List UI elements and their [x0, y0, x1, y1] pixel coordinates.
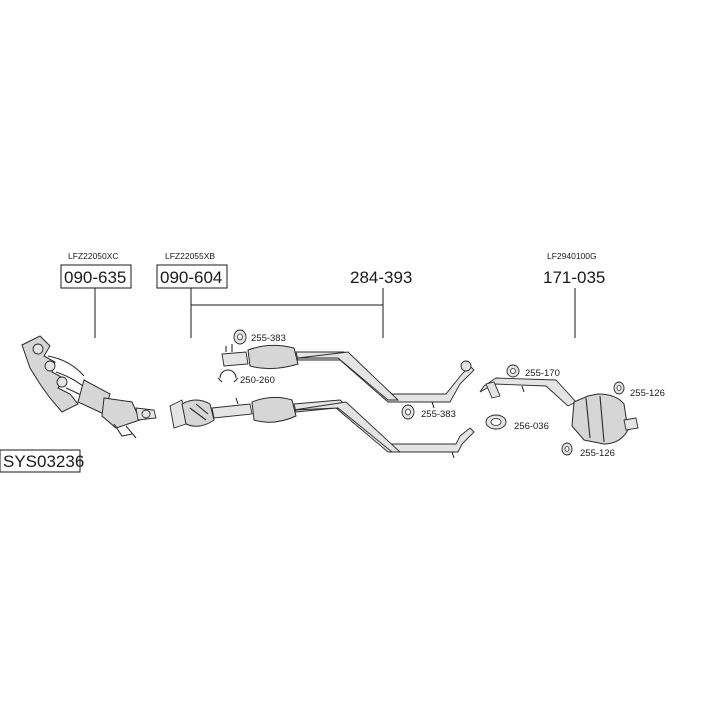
small-part-rubber-mount-5[interactable]: 255-126	[561, 442, 615, 459]
system-code-label: SYS03236	[0, 449, 84, 473]
part-number: 250-260	[240, 375, 275, 386]
callout-rear-silencer[interactable]: LF2940100G 171-035	[543, 251, 605, 338]
callout-box	[60, 264, 132, 289]
small-part-clamp-1[interactable]: 250-260	[217, 369, 275, 386]
system-code-box	[0, 449, 81, 473]
callout-manifold[interactable]: LFZ22050XC 090-635	[60, 251, 132, 338]
part-number: 255-170	[525, 368, 560, 379]
callout-part-number: 090-604	[160, 268, 222, 287]
catalyst-front-pipe-drawing[interactable]	[169, 396, 475, 459]
part-number: 255-126	[630, 388, 665, 399]
callout-ref: LFZ22050XC	[68, 251, 119, 261]
small-part-rubber-mount-3[interactable]: 255-170	[506, 364, 560, 379]
part-number: 256-036	[514, 421, 549, 432]
callout-center-pipe[interactable]: 284-393	[191, 268, 412, 338]
small-part-rubber-mount-1[interactable]: 255-383	[233, 329, 286, 345]
upper-pipe-drawing[interactable]	[221, 344, 475, 409]
small-part-rubber-mount-4[interactable]: 255-126	[613, 381, 665, 399]
part-number: 255-383	[251, 333, 286, 344]
small-part-rubber-mount-2[interactable]: 255-383	[401, 404, 456, 420]
callout-ref: LFZ22055XB	[165, 251, 215, 261]
callout-catalyst[interactable]: LFZ22055XB 090-604	[156, 251, 228, 338]
exhaust-manifold-drawing[interactable]	[21, 335, 157, 439]
clamp-icon	[219, 369, 237, 379]
callout-part-number: 171-035	[543, 268, 605, 287]
callout-part-number: 090-635	[64, 268, 126, 287]
system-code: SYS03236	[3, 452, 84, 471]
callout-box	[156, 264, 228, 289]
callout-part-number: 284-393	[350, 268, 412, 287]
small-part-gasket-1[interactable]: 256-036	[485, 414, 549, 432]
rear-silencer-drawing[interactable]	[479, 377, 639, 445]
part-number: 255-126	[580, 448, 615, 459]
callout-ref: LF2940100G	[547, 251, 597, 261]
part-number: 255-383	[421, 409, 456, 420]
